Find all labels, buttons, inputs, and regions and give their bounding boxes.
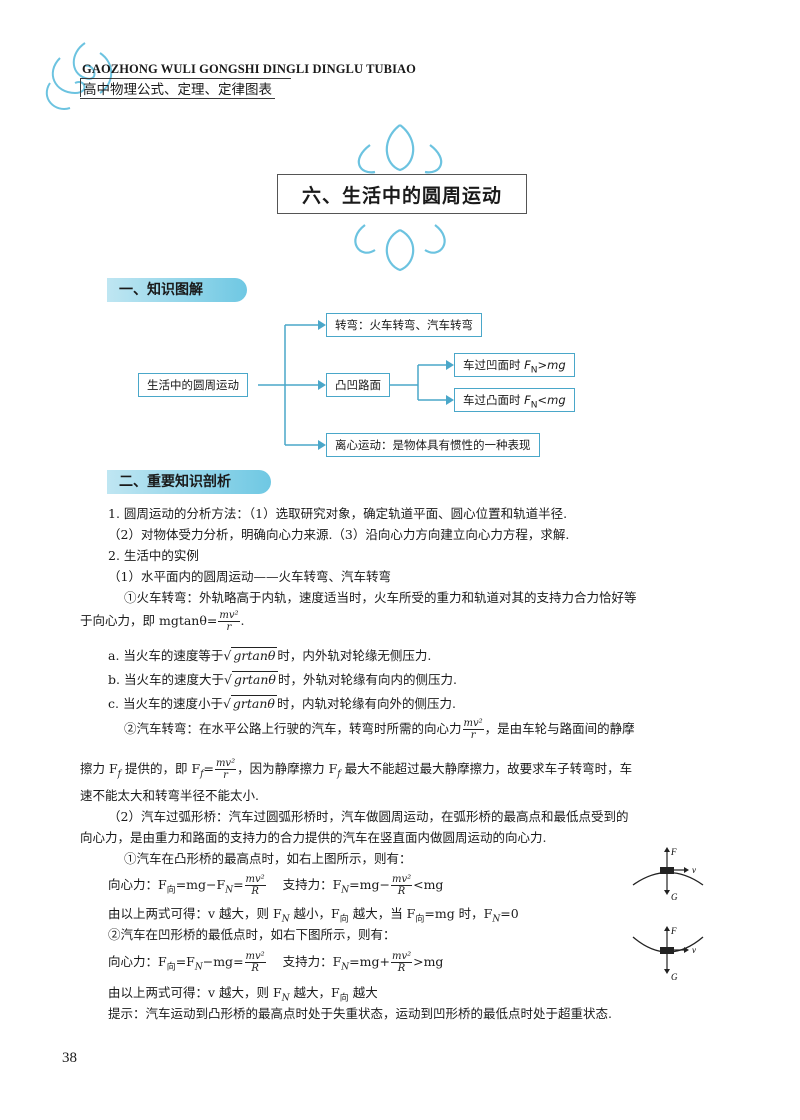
text-line: 由以上两式可得：v 越大，则 FN 越大，F向 越大	[108, 985, 378, 1004]
chapter-title: 六、生活中的圆周运动	[277, 174, 527, 214]
text-line: ①火车转弯：外轨略高于内轨，速度适当时，火车所受的重力和轨道对其的支持力合力恰好…	[124, 590, 637, 605]
diagram-branch-turning: 转弯：火车转弯、汽车转弯	[326, 313, 482, 337]
v-label: v	[692, 865, 696, 875]
section-title-2: 二、重要知识剖析	[107, 470, 271, 494]
g-label: G	[671, 972, 678, 982]
title-ornament	[354, 124, 446, 272]
header-title: 高中物理公式、定理、定律图表	[80, 78, 275, 99]
v-label: v	[692, 945, 696, 955]
text-line: 由以上两式可得：v 越大，则 FN 越小，F向 越大，当 F向=mg 时，FN=…	[108, 906, 519, 925]
text-line: 1. 圆周运动的分析方法：（1）选取研究对象，确定轨道平面、圆心位置和轨道半径.	[108, 506, 568, 521]
fn-label: F	[670, 926, 677, 936]
section-title-1: 一、知识图解	[107, 278, 247, 302]
convex-bridge-figure: F v G	[632, 847, 704, 902]
text-line: （2）对物体受力分析，明确向心力来源.（3）沿向心力方向建立向心力方程，求解.	[108, 527, 570, 542]
text-line: 提示：汽车运动到凸形桥的最高点时处于失重状态，运动到凹形桥的最低点时处于超重状态…	[108, 1006, 612, 1021]
text-line: ①汽车在凸形桥的最高点时，如右上图所示，则有：	[124, 851, 412, 866]
g-label: G	[671, 892, 678, 902]
diagram-branch-centrifugal: 离心运动：是物体具有惯性的一种表现	[326, 433, 540, 457]
text-line: ②汽车在凹形桥的最低点时，如右下图所示，则有：	[108, 927, 396, 942]
diagram-branch-concave: 车过凹面时 FN>mg	[454, 353, 575, 377]
fn-label: F	[670, 847, 677, 857]
header-pinyin: GAOZHONG WULI GONGSHI DINGLI DINGLU TUBI…	[82, 62, 417, 76]
concave-bridge-figure: F v G	[632, 926, 704, 982]
header-frame	[80, 78, 291, 97]
text-line: 2. 生活中的实例	[108, 548, 199, 563]
page-number: 38	[62, 1050, 77, 1066]
diagram-root: 生活中的圆周运动	[138, 373, 248, 397]
text-line: （2）汽车过弧形桥：汽车过圆弧形桥时，汽车做圆周运动，在弧形桥的最高点和最低点受…	[108, 809, 629, 824]
diagram-branch-road: 凸凹路面	[326, 373, 390, 397]
diagram-branch-convex: 车过凸面时 FN<mg	[454, 388, 575, 412]
text-line: 向心力，是由重力和路面的支持力的合力提供的汽车在竖直面内做圆周运动的向心力.	[80, 830, 547, 845]
text-line: （1）水平面内的圆周运动——火车转弯、汽车转弯	[108, 569, 391, 584]
text-line: 速不能太大和转弯半径不能太小.	[80, 788, 259, 803]
